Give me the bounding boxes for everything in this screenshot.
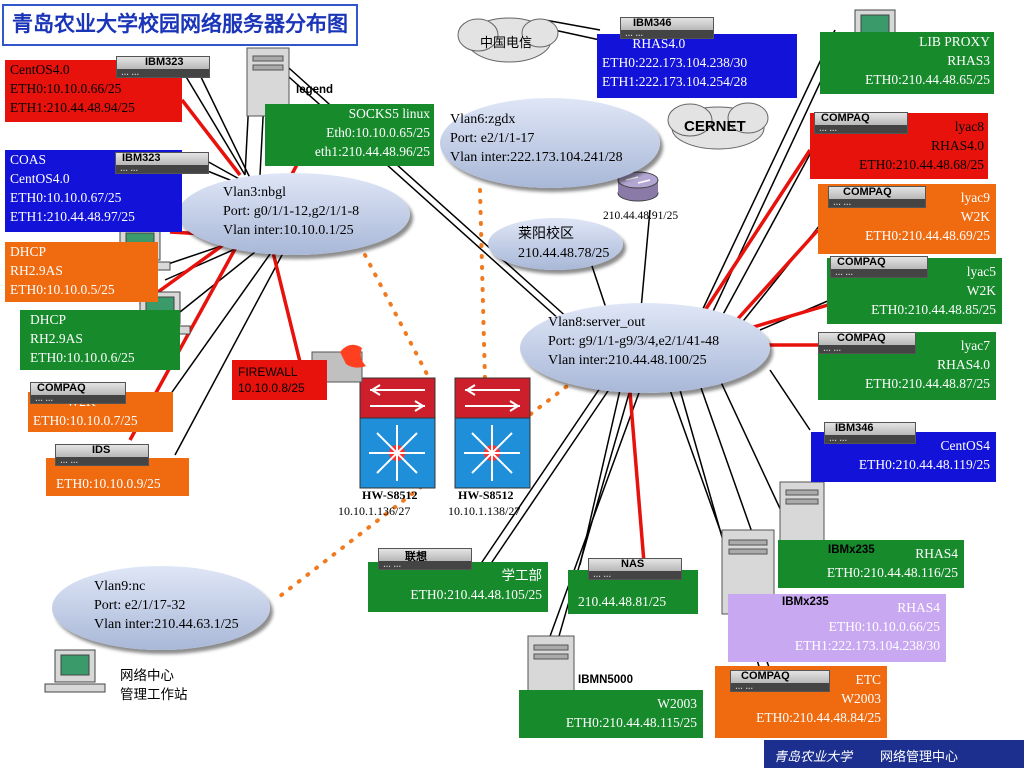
server-device-s2: IBM323… …: [115, 152, 209, 174]
server-box-xgb: 学工部 ETH0:210.44.48.105/25: [368, 562, 548, 612]
telecom-cloud: [457, 17, 559, 63]
server-device-s5: COMPAQ… …: [30, 382, 126, 404]
switch2-ip: 10.10.1.138/27: [448, 504, 521, 518]
vlan9-label: Vlan9:nc Port: e2/1/17-32 Vlan inter:210…: [94, 579, 239, 632]
server-device-nas: NAS… …: [588, 558, 682, 580]
black-links: [164, 19, 841, 671]
server-device-etc: COMPAQ… …: [730, 670, 830, 692]
firewall-box: FIREWALL 10.10.0.8/25: [232, 360, 327, 400]
server-device-lyac7: COMPAQ… …: [818, 332, 916, 354]
ibmx2-device-tag: IBMx235: [782, 596, 829, 608]
server-box-ibmx1: RHAS4 ETH0:210.44.48.116/25: [778, 540, 964, 588]
vlan8-label: Vlan8:server_out Port: g9/1/1-g9/3/4,e2/…: [548, 315, 720, 368]
server-box-s3: DHCP RH2.9AS ETH0:10.10.0.5/25: [5, 242, 158, 302]
vlan3-ellipse: Vlan3:nbgl Port: g0/1/1-12,g2/1/1-8 Vlan…: [178, 173, 410, 255]
server-box-socks: SOCKS5 linux Eth0:10.10.0.65/25 eth1:210…: [265, 104, 434, 166]
cernet-cloud: [667, 102, 769, 150]
server-box-s4: DHCP RH2.9AS ETH0:10.10.0.6/25: [20, 310, 180, 370]
server-box-rhas: RHAS4.0 ETH0:222.173.104.238/30 ETH1:222…: [597, 34, 797, 98]
server-device-lyac5: COMPAQ… …: [830, 256, 928, 278]
footer-bar: 青岛农业大学 网络管理中心: [764, 740, 1024, 768]
router-icon: [617, 171, 659, 202]
core-switch-2: [454, 377, 531, 489]
server-box-ibmx2: RHAS4 ETH0:10.10.0.66/25 ETH1:222.173.10…: [728, 594, 946, 662]
laiyang-ellipse: 莱阳校区 210.44.48.78/25: [488, 218, 623, 270]
vlan6-label: Vlan6:zgdx Port: e2/1/1-17 Vlan inter:22…: [450, 112, 623, 165]
vlan8-ellipse: Vlan8:server_out Port: g9/1/1-g9/3/4,e2/…: [520, 303, 770, 393]
router-ip-label: 210.44.48.91/25: [603, 210, 679, 222]
footer-logo-text: 青岛农业大学: [774, 750, 853, 765]
diagram-title: 青岛农业大学校园网络服务器分布图: [2, 4, 358, 46]
ibmx1-device-tag: IBMx235: [828, 544, 875, 556]
cernet-cloud-label: CERNET: [684, 118, 746, 135]
core-switch-1: [359, 377, 436, 489]
server-device-s1: IBM323… …: [116, 56, 210, 78]
server-device-rhas: IBM346… …: [620, 17, 714, 39]
server-device-s6: IDS… …: [55, 444, 149, 466]
server-device-xgb: 联想… …: [378, 548, 472, 570]
switch2-name: HW-S8512: [458, 488, 514, 502]
vlan6-ellipse: Vlan6:zgdx Port: e2/1/1-17 Vlan inter:22…: [440, 98, 660, 188]
vlan9-ellipse: Vlan9:nc Port: e2/1/17-32 Vlan inter:210…: [52, 566, 270, 650]
switch1-ip: 10.10.1.136/27: [338, 504, 411, 518]
socks-legend-tag: legend: [296, 84, 334, 96]
laiyang-label: 莱阳校区 210.44.48.78/25: [518, 227, 610, 261]
server-box-lib: LIB PROXY RHAS3 ETH0:210.44.48.65/25: [820, 32, 994, 94]
server-device-lyac9: COMPAQ… …: [828, 186, 926, 208]
server-box-lyac5: lyac5 W2K ETH0:210.44.48.85/25: [827, 258, 1002, 324]
server-box-w2003: W2003 ETH0:210.44.48.115/25: [519, 690, 703, 738]
server-device-centos4: IBM346… …: [824, 422, 916, 444]
workstation-label: 网络中心 管理工作站: [120, 668, 188, 702]
switch1-name: HW-S8512: [362, 488, 418, 502]
vlan3-label: Vlan3:nbgl Port: g0/1/1-12,g2/1/1-8 Vlan…: [223, 185, 360, 238]
footer-center-text: 网络管理中心: [880, 749, 959, 764]
telecom-cloud-label: 中国电信: [480, 36, 533, 51]
server-device-lyac8: COMPAQ… …: [814, 112, 908, 134]
w2003-device-tag: IBMN5000: [578, 674, 633, 686]
